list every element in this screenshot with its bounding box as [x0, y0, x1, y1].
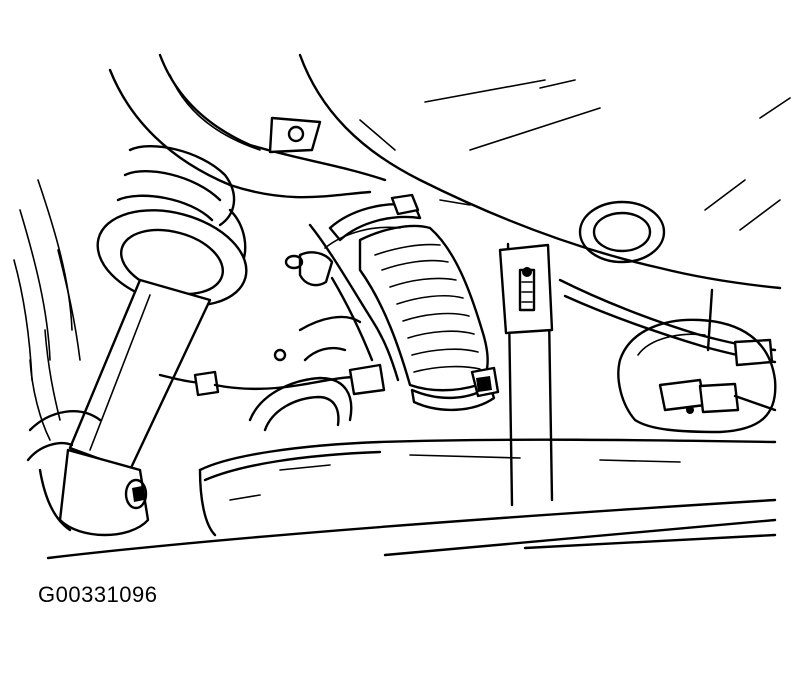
frame-rails: [46, 438, 777, 560]
wheel-hub: [26, 410, 102, 532]
body-plug-grommet: [578, 200, 666, 264]
figure-id-label: G00331096: [38, 582, 158, 607]
lower-hose-clamp: [410, 366, 500, 412]
middle-cross-member: [248, 315, 362, 432]
right-component: [617, 318, 777, 434]
shock-absorber: [58, 278, 212, 537]
left-fender-hatching: [13, 179, 81, 441]
upper-body-panel: [298, 53, 791, 290]
upper-bracket: [268, 116, 322, 154]
small-hose: [284, 223, 400, 382]
upper-hose-clamp: [324, 193, 422, 249]
sensor-wire: [158, 363, 386, 397]
vertical-strap: [498, 242, 554, 507]
